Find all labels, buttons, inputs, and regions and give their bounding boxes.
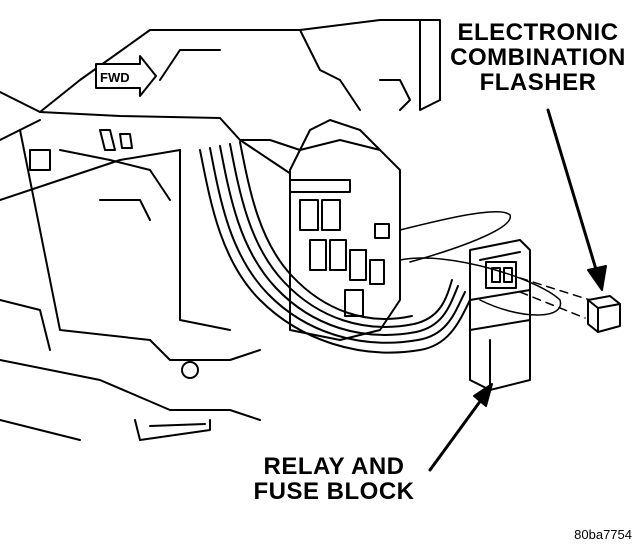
relay-callout-line: RELAY AND [263, 453, 405, 480]
mount-ellipses [399, 211, 562, 316]
relay-callout-line: FUSE BLOCK [253, 478, 415, 506]
junction-block [289, 119, 401, 341]
figure-id: 80ba7754 [574, 527, 632, 542]
leader-arrows [428, 108, 607, 472]
fwd-arrow-icon: FWD [95, 55, 157, 97]
fwd-label: FWD [100, 70, 130, 85]
flasher-callout-line: COMBINATION [450, 44, 626, 72]
relay-callout: RELAY AND FUSE BLOCK [246, 453, 422, 506]
instrument-panel [0, 19, 441, 441]
electronic-combination-flasher [587, 295, 621, 333]
relay-fuse-block [469, 239, 531, 391]
flasher-callout-line: ELECTRONIC [457, 19, 619, 46]
flasher-callout-line: FLASHER [479, 69, 597, 97]
wiring-harness [199, 141, 471, 354]
flasher-callout: ELECTRONIC COMBINATION FLASHER [440, 20, 636, 96]
alignment-guides [519, 277, 591, 319]
